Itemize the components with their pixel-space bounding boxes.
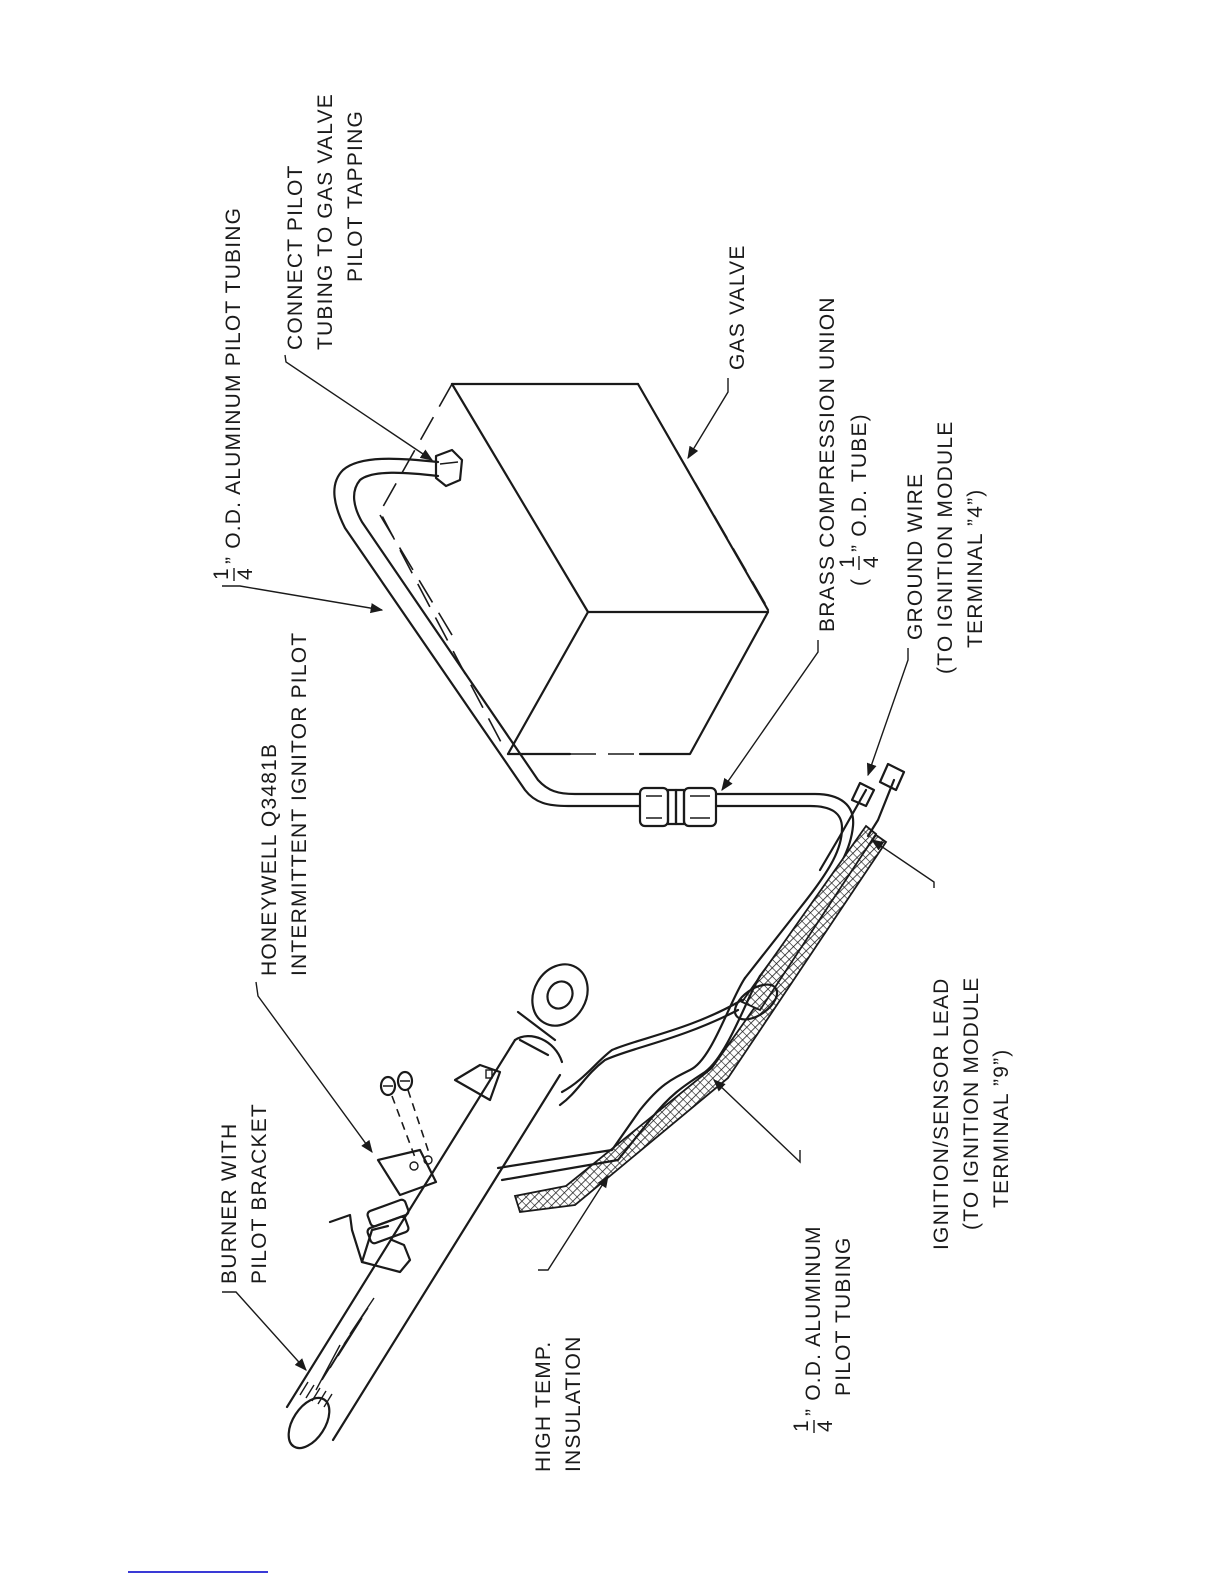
pilot-tubing-lower [496,974,762,1182]
label-connect-pilot: CONNECT PILOT TUBING TO GAS VALVE PILOT … [284,93,367,350]
label-line-1: BRASS COMPRESSION UNION [816,296,839,632]
footer-link-underline[interactable] [128,1568,268,1573]
label-gas-valve: GAS VALVE [726,244,749,370]
label-line-2-rest: ” O.D. TUBE) [848,413,871,552]
ground-wire [818,781,876,872]
label-line-2: INSULATION [562,1336,585,1472]
gas-valve [379,382,771,756]
label-line-3: PILOT TAPPING [344,110,367,282]
label-line-2: TUBING TO GAS VALVE [314,93,337,350]
brass-compression-union [638,786,718,828]
label-line-3: TERMINAL ”9”) [990,1049,1013,1209]
pilot-tubing-upper [333,457,855,980]
fraction-denominator: 4 [814,1419,837,1432]
label-line-2: (TO IGNITION MODULE [934,421,957,674]
fraction-numerator: 1 [210,567,233,580]
label-line-1: BURNER WITH [218,1123,241,1284]
ignition-sensor-lead [866,762,906,838]
label-line-1: IGNITION/SENSOR LEAD [930,977,953,1250]
label-line-1: ” O.D. ALUMINUM [802,1225,825,1416]
label-text: ” O.D. ALUMINUM PILOT TUBING [222,207,245,564]
label-line-1: HONEYWELL Q3481B [258,743,281,976]
label-pilot-tubing-top: 1 4 ” O.D. ALUMINUM PILOT TUBING [210,207,257,581]
fraction-denominator: 4 [234,567,257,580]
label-ground-wire: GROUND WIRE (TO IGNITION MODULE TERMINAL… [904,421,987,674]
burner [285,1035,564,1450]
label-line-2-open: ( [848,578,871,586]
tubing-clamp-ring [733,983,779,1021]
label-line-1: CONNECT PILOT [284,164,307,350]
label-pilot-tubing-bottom: 1 4 ” O.D. ALUMINUM PILOT TUBING [790,1225,855,1433]
label-brass-union: BRASS COMPRESSION UNION ( 1 4 ” O.D. TUB… [816,296,883,632]
label-line-2: INTERMITTENT IGNITOR PILOT [288,632,311,976]
pilot-tapping-nut [434,448,464,488]
leader-lines [222,354,935,1371]
label-ignition-lead: IGNITION/SENSOR LEAD (TO IGNITION MODULE… [930,977,1013,1250]
fraction-numerator: 1 [790,1419,813,1432]
fraction-numerator: 1 [836,555,859,568]
high-temp-insulation [513,824,888,1213]
label-honeywell-pilot: HONEYWELL Q3481B INTERMITTENT IGNITOR PI… [258,632,311,976]
label-high-temp-insulation: HIGH TEMP. INSULATION [532,1336,585,1472]
label-line-3: TERMINAL ”4”) [964,489,987,649]
label-burner: BURNER WITH PILOT BRACKET [218,1103,271,1284]
svg-text:GAS VALVE: GAS VALVE [726,244,749,370]
label-line-1: HIGH TEMP. [532,1341,555,1472]
bracket-screws [379,1070,431,1161]
label-line-2: PILOT BRACKET [248,1103,271,1284]
label-line-2: (TO IGNITION MODULE [960,977,983,1230]
label-line-1: GROUND WIRE [904,473,927,640]
label-line-2: PILOT TUBING [832,1237,855,1397]
pilot-bracket [328,1148,438,1274]
fraction-denominator: 4 [860,555,883,568]
pilot-hood [453,963,589,1102]
